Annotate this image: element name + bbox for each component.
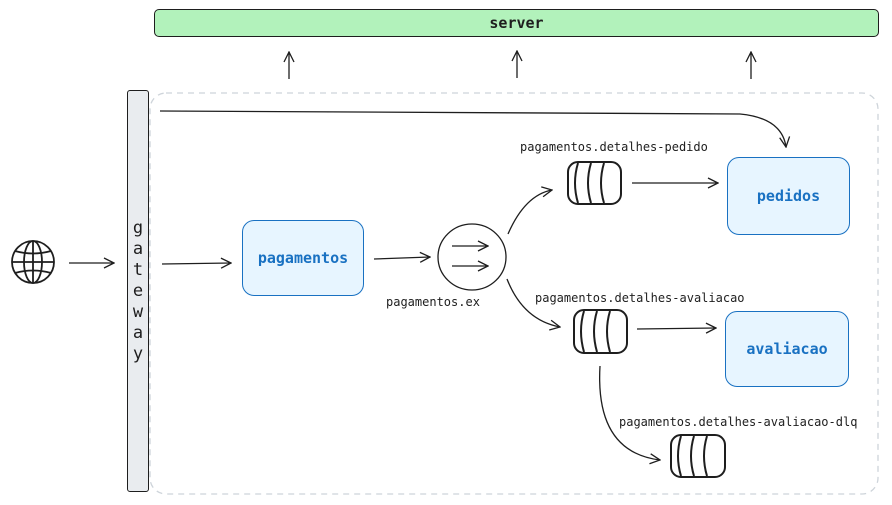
- arrow-queue-avaliacao-to-avaliacao: [636, 328, 716, 329]
- service-pedidos-label: pedidos: [756, 187, 821, 205]
- gateway-label-char: t: [132, 259, 144, 280]
- arrow-pagamentos-to-exchange: [373, 257, 430, 259]
- server-box: server: [154, 9, 879, 37]
- gateway-label-char: e: [132, 280, 144, 301]
- gateway-label-char: a: [132, 238, 144, 259]
- arrow-gateway-to-pedidos: [159, 110, 786, 147]
- arrow-gateway-to-pagamentos: [161, 263, 231, 264]
- exchange-icon: [437, 223, 507, 291]
- gateway-label-char: g: [132, 217, 144, 238]
- globe-icon: [11, 240, 55, 284]
- queue-avaliacao-dlq-label: pagamentos.detalhes-avaliacao-dlq: [619, 415, 858, 429]
- queue-cylinder-icon: [670, 434, 726, 478]
- gateway-label-char: y: [132, 343, 144, 364]
- gateway-label-char: w: [132, 301, 144, 322]
- gateway-label-char: a: [132, 322, 144, 343]
- queue-pedido-label: pagamentos.detalhes-pedido: [520, 140, 708, 154]
- system-boundary: [149, 92, 879, 495]
- service-pagamentos: pagamentos: [242, 220, 364, 296]
- service-pagamentos-label: pagamentos: [257, 249, 349, 267]
- arrow-exchange-to-queue-pedido: [507, 190, 552, 235]
- service-avaliacao: avaliacao: [725, 311, 849, 387]
- queue-avaliacao-label: pagamentos.detalhes-avaliacao: [535, 291, 745, 305]
- service-avaliacao-label: avaliacao: [746, 340, 828, 358]
- queue-cylinder-icon: [567, 161, 622, 205]
- exchange-label: pagamentos.ex: [386, 295, 480, 309]
- queue-cylinder-icon: [573, 309, 628, 354]
- arrow-exchange-to-queue-avaliacao: [506, 278, 560, 327]
- service-pedidos: pedidos: [727, 157, 850, 235]
- arrow-queue-avaliacao-to-dlq: [599, 365, 660, 460]
- server-label: server: [489, 14, 544, 32]
